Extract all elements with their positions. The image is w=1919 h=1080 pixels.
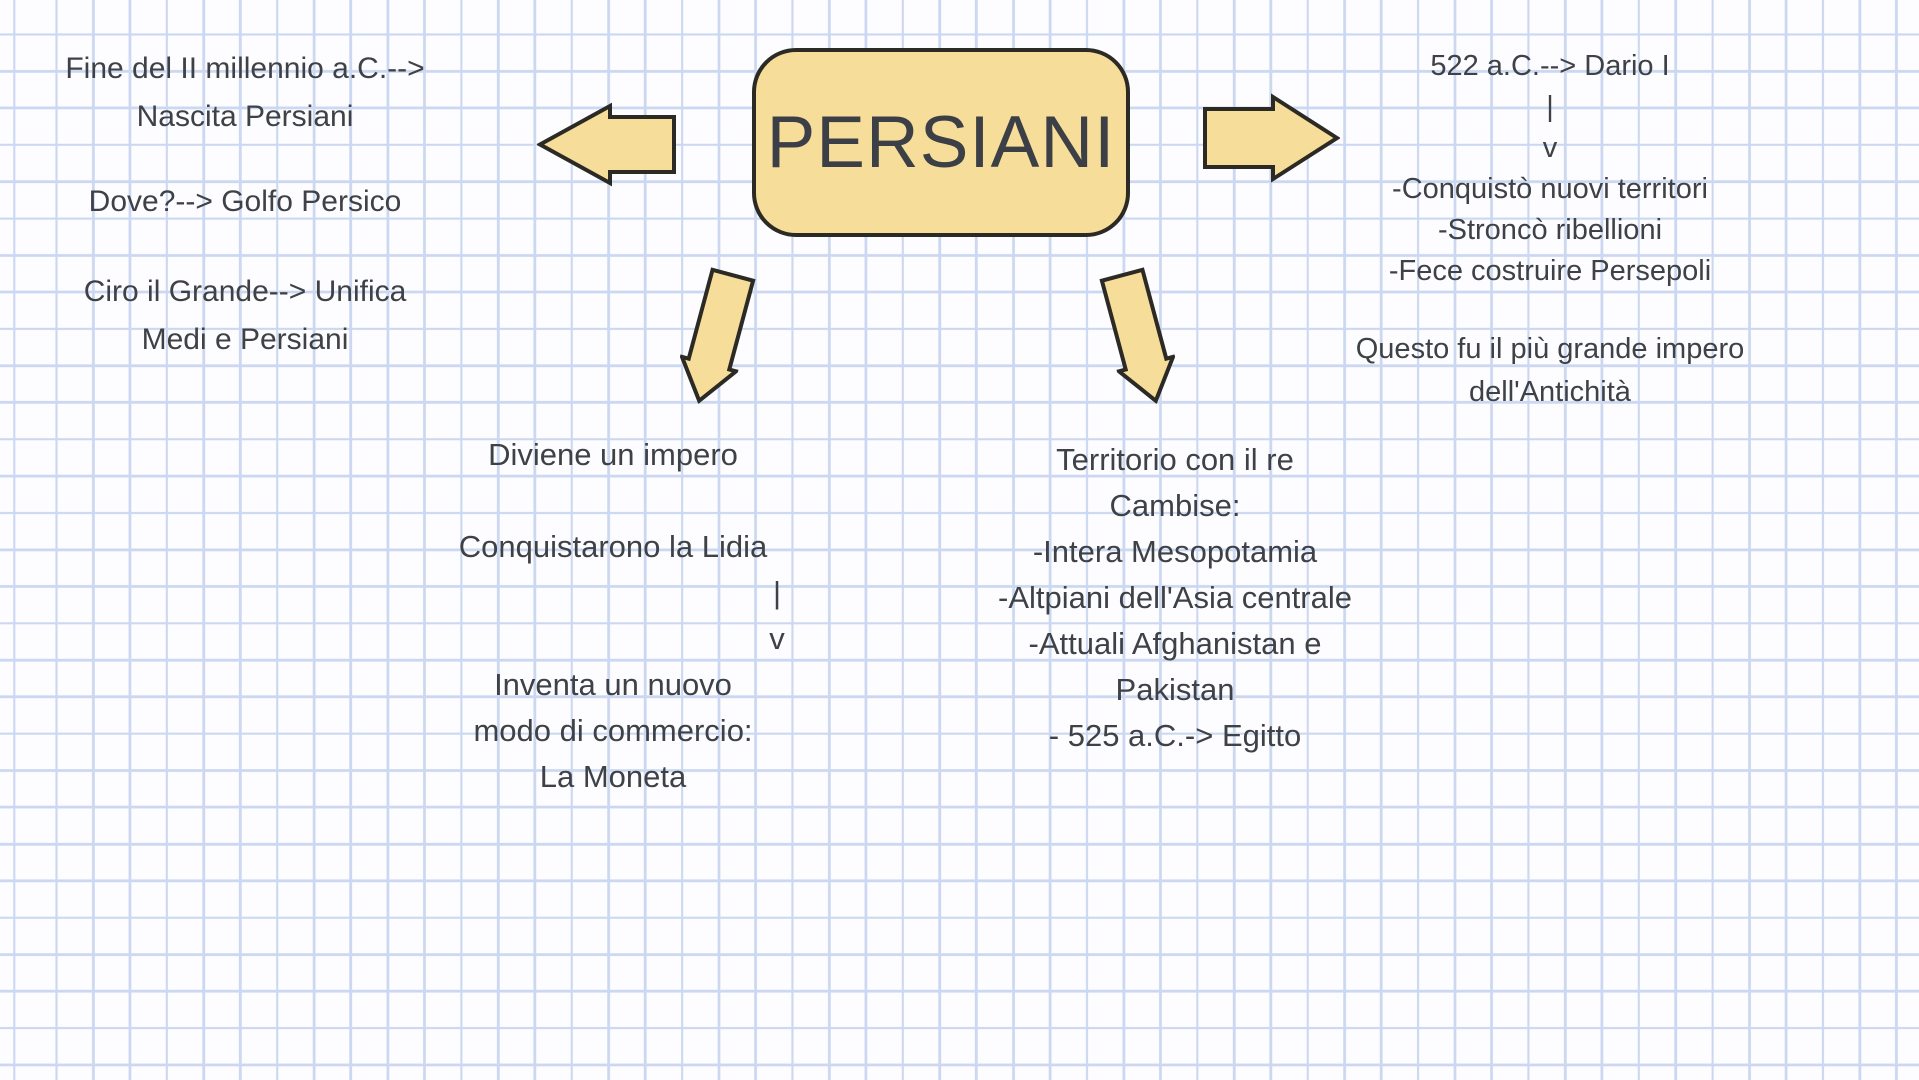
note-line: Questo fu il più grande impero bbox=[1355, 333, 1745, 365]
note-origins: Fine del II millennio a.C.--> Nascita Pe… bbox=[20, 45, 470, 141]
note-cambyses-territory: Territorio con il re Cambise: -Intera Me… bbox=[945, 437, 1405, 759]
spacer-line bbox=[388, 478, 838, 524]
note-line: Ciro il Grande--> Unifica bbox=[83, 275, 407, 308]
note-greatest-empire: Questo fu il più grande impero dell'Anti… bbox=[1320, 328, 1780, 414]
note-line: Diviene un impero bbox=[488, 437, 738, 472]
central-topic-label: PERSIANI bbox=[766, 102, 1116, 183]
note-line: Medi e Persiani bbox=[141, 323, 349, 356]
note-line: La Moneta bbox=[539, 759, 687, 794]
note-line: modo di commercio: bbox=[473, 713, 753, 748]
note-cyrus: Ciro il Grande--> Unifica Medi e Persian… bbox=[20, 268, 470, 364]
note-line: Nascita Persiani bbox=[136, 100, 354, 133]
note-line: -Fece costruire Persepoli bbox=[1388, 255, 1712, 287]
note-where: Dove?--> Golfo Persico bbox=[20, 178, 470, 226]
note-line: Pakistan bbox=[1115, 672, 1235, 707]
note-line: -Stroncò ribellioni bbox=[1437, 214, 1663, 246]
down-right-arrow-icon bbox=[1099, 267, 1177, 405]
note-line: -Conquistò nuovi territori bbox=[1392, 173, 1708, 205]
note-line: - 525 a.C.-> Egitto bbox=[1048, 718, 1302, 753]
note-line: Territorio con il re bbox=[1056, 442, 1294, 477]
connector-arrowhead: v bbox=[769, 621, 785, 656]
central-topic-node: PERSIANI bbox=[752, 48, 1130, 237]
note-darius: 522 a.C.--> Dario I | v -Conquistò nuovi… bbox=[1320, 46, 1780, 292]
note-line: 522 a.C.--> Dario I bbox=[1430, 50, 1670, 82]
note-line: Dove?--> Golfo Persico bbox=[88, 185, 402, 218]
left-arrow-icon bbox=[537, 102, 676, 187]
down-left-arrow-icon bbox=[678, 267, 756, 405]
note-line: Conquistarono la Lidia bbox=[458, 529, 768, 564]
connector-pipe: | bbox=[772, 575, 782, 610]
note-line: dell'Antichità bbox=[1469, 376, 1631, 408]
note-line: Cambise: bbox=[1109, 488, 1241, 523]
note-line: -Attuali Afghanistan e bbox=[1028, 626, 1322, 661]
connector-pipe: | bbox=[1546, 91, 1554, 123]
connector-arrowhead: v bbox=[1542, 132, 1558, 164]
right-arrow-icon bbox=[1203, 93, 1340, 183]
note-empire: Diviene un impero Conquistarono la Lidia… bbox=[388, 432, 838, 800]
note-line: -Intera Mesopotamia bbox=[1032, 534, 1318, 569]
note-line: Inventa un nuovo bbox=[494, 667, 732, 702]
note-line: Fine del II millennio a.C.--> bbox=[65, 52, 425, 85]
note-line: -Altpiani dell'Asia centrale bbox=[998, 580, 1352, 615]
